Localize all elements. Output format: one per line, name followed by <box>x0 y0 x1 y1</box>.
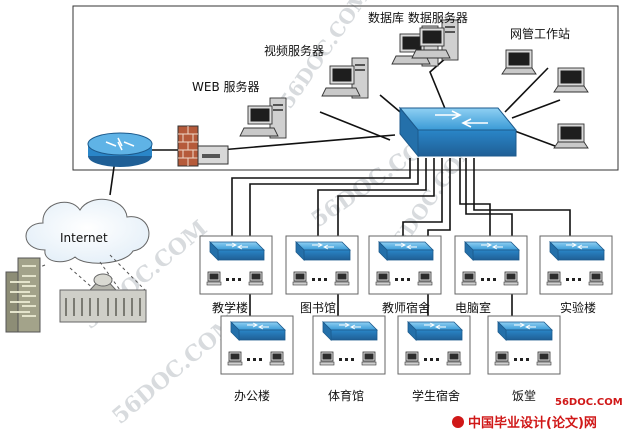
building-access-unit <box>312 315 386 375</box>
access-switch-icon <box>295 241 351 261</box>
site-brand: 中国毕业设计(论文)网 56DOC.COM <box>452 397 623 431</box>
internet-cloud <box>25 198 150 264</box>
building-label: 体育馆 <box>328 388 364 403</box>
building-label: 办公楼 <box>234 388 270 403</box>
campus-building-icon <box>59 273 147 323</box>
building-access-unit <box>397 315 471 375</box>
access-switch-icon <box>549 241 605 261</box>
nms-laptop <box>553 67 589 93</box>
internet-label: Internet <box>60 231 108 245</box>
building-label: 饭堂 <box>512 389 536 403</box>
access-switch-icon <box>378 241 434 261</box>
nms-laptop <box>501 49 537 75</box>
pc-icon <box>206 271 222 286</box>
access-switch-icon <box>322 321 378 341</box>
pc-icon <box>269 351 285 366</box>
building-access-unit <box>368 235 442 295</box>
pc-icon <box>248 271 264 286</box>
pc-icon <box>375 271 391 286</box>
pc-icon <box>404 351 420 366</box>
access-switch-icon <box>464 241 520 261</box>
video-server-label: 视频服务器 <box>264 43 324 58</box>
brand-cn: 中国毕业设计(论文)网 <box>468 415 597 431</box>
pc-icon <box>494 351 510 366</box>
pc-icon <box>546 271 562 286</box>
building-access-unit <box>487 315 561 375</box>
pc-icon <box>334 271 350 286</box>
office-tower-icon <box>5 257 41 333</box>
server-zone-border <box>72 5 619 171</box>
building-label: 教师宿舍 <box>382 300 430 315</box>
nms-laptop <box>553 123 589 149</box>
access-switch-icon <box>209 241 265 261</box>
building-access-unit <box>199 235 273 295</box>
building-access-unit <box>454 235 528 295</box>
building-access-unit <box>220 315 294 375</box>
web-server-label: WEB 服务器 <box>192 79 260 94</box>
pc-icon <box>361 351 377 366</box>
brand-site: 56DOC.COM <box>555 397 623 408</box>
pc-icon <box>461 271 477 286</box>
nms-station-label: 网管工作站 <box>510 26 570 41</box>
pc-icon <box>446 351 462 366</box>
pc-icon <box>417 271 433 286</box>
router-icon <box>87 132 153 167</box>
building-label: 图书馆 <box>300 300 336 315</box>
access-switch-icon <box>497 321 553 341</box>
core-switch <box>398 106 518 158</box>
pc-icon <box>536 351 552 366</box>
access-switch-icon <box>407 321 463 341</box>
pc-icon <box>227 351 243 366</box>
building-access-unit <box>285 235 359 295</box>
web-server <box>239 97 287 139</box>
building-label: 学生宿舍 <box>412 388 460 403</box>
access-switch-icon <box>230 321 286 341</box>
pc-icon <box>588 271 604 286</box>
pc-icon <box>503 271 519 286</box>
db-server-label: 数据库 数据服务器 <box>368 10 468 25</box>
building-label: 实验楼 <box>560 300 596 315</box>
video-server <box>321 57 369 99</box>
db-server <box>391 19 459 67</box>
pc-icon <box>319 351 335 366</box>
firewall-icon <box>177 125 229 167</box>
pc-icon <box>292 271 308 286</box>
building-access-unit <box>539 235 613 295</box>
building-label: 教学楼 <box>212 300 248 315</box>
building-label: 电脑室 <box>455 300 491 315</box>
